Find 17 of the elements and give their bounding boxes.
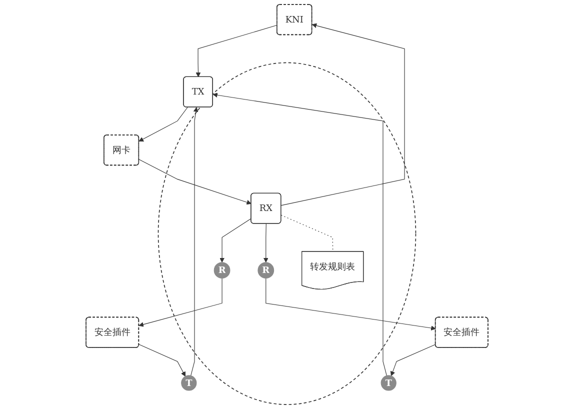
arrow (280, 23, 405, 206)
arrow (190, 107, 198, 376)
node-circle: R (258, 262, 274, 279)
connector (280, 214, 334, 252)
arrow (138, 159, 252, 205)
node-circle: R (214, 262, 230, 279)
arrow (196, 24, 278, 78)
arrow (266, 278, 436, 330)
arrow (263, 223, 268, 263)
arrow (390, 344, 436, 376)
node-circle: T (380, 375, 396, 391)
arrow (138, 278, 222, 327)
arrow (220, 218, 252, 263)
node-circle: T (181, 375, 197, 391)
arrow (138, 344, 186, 377)
cluster (158, 62, 416, 405)
arrow (138, 106, 188, 142)
